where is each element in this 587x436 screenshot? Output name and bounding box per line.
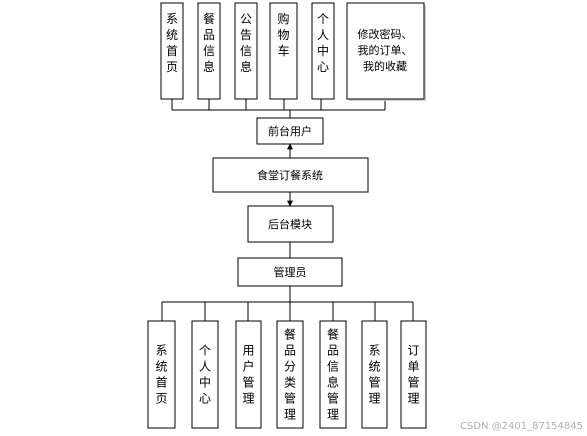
module-label: 公告信息 xyxy=(240,12,252,74)
module-label: 购物车 xyxy=(277,11,289,58)
front-user-box: 前台用户 xyxy=(256,117,324,145)
module-box-admin-6: 订单管理 xyxy=(400,320,427,429)
module-box-top-0: 系统首页 xyxy=(160,2,184,100)
module-label: 餐品分类管理 xyxy=(284,327,296,422)
admin-label: 管理员 xyxy=(274,265,307,279)
system-box: 食堂订餐系统 xyxy=(212,157,369,193)
backend-label: 后台模块 xyxy=(268,217,312,231)
module-label: 餐品信息 xyxy=(203,11,215,74)
module-label: 个人中心 xyxy=(199,344,211,406)
top-extra-box: 修改密码、 我的订单、 我的收藏 xyxy=(346,2,426,101)
module-box-admin-1: 个人中心 xyxy=(191,320,219,429)
module-label: 餐品信息管理 xyxy=(327,327,339,422)
top-modules: 系统首页 餐品信息 公告信息 购物车 个人中心 xyxy=(160,2,335,100)
module-box-admin-4: 餐品信息管理 xyxy=(319,320,347,429)
module-label: 个人中心 xyxy=(317,12,329,74)
module-label: 订单管理 xyxy=(407,344,419,406)
module-box-admin-3: 餐品分类管理 xyxy=(276,320,304,429)
admin-box: 管理员 xyxy=(237,257,343,287)
module-box-top-3: 购物车 xyxy=(269,2,298,100)
front-user-label: 前台用户 xyxy=(268,124,312,138)
backend-box: 后台模块 xyxy=(247,205,334,243)
module-box-admin-0: 系统首页 xyxy=(147,320,176,429)
module-label: 系统首页 xyxy=(166,12,178,74)
module-box-top-2: 公告信息 xyxy=(234,2,258,100)
module-box-top-1: 餐品信息 xyxy=(197,2,221,100)
module-box-admin-5: 系统管理 xyxy=(361,320,388,429)
module-label: 系统首页 xyxy=(155,344,167,406)
extra-line-0: 修改密码、 xyxy=(358,27,413,41)
admin-modules: 系统首页 个人中心 用户管理 餐品分类管理 餐品信息管理 系统管理 订单管理 xyxy=(147,320,427,429)
bottom-connectors xyxy=(161,301,414,321)
system-label: 食堂订餐系统 xyxy=(257,168,323,182)
watermark: CSDN @2401_87154845 xyxy=(459,421,583,432)
module-box-admin-2: 用户管理 xyxy=(235,320,262,429)
extra-line-2: 我的收藏 xyxy=(363,59,407,73)
extra-line-1: 我的订单、 xyxy=(358,43,413,57)
module-box-top-4: 个人中心 xyxy=(311,2,335,100)
module-label: 用户管理 xyxy=(242,344,254,406)
module-label: 系统管理 xyxy=(368,344,380,406)
